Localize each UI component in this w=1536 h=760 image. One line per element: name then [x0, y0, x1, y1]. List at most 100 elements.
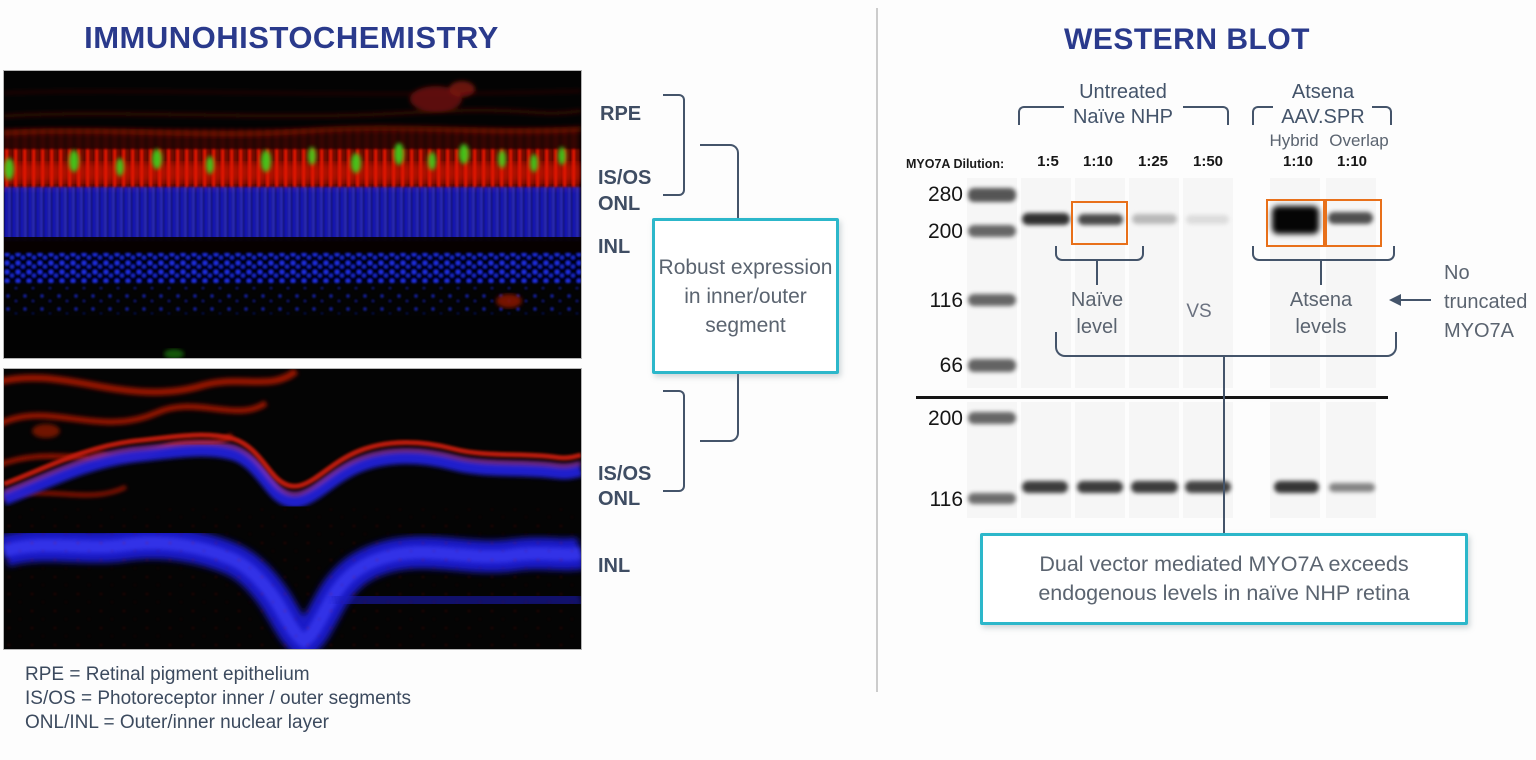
group-header-atsena-line2: AAV.SPR: [1281, 106, 1365, 128]
callout-dual-vector-line1: Dual vector mediated MYO7A exceeds: [1039, 552, 1409, 576]
band-bottom-1-50: [1185, 481, 1231, 493]
dilution-1-25: 1:25: [1137, 153, 1169, 170]
band-top-hybrid: [1272, 206, 1319, 234]
layer-label-onl-bottom: ONL: [598, 488, 641, 510]
layer-label-isos-top: IS/OS: [598, 167, 652, 189]
ladder-band-280: [968, 188, 1016, 202]
mw-label-280: 280: [927, 183, 963, 206]
layer-label-rpe: RPE: [600, 103, 642, 125]
stem-naive: [1096, 259, 1098, 285]
no-truncated-note-line3: MYO7A: [1444, 320, 1515, 342]
callout-robust-expression-text: Robust expression in inner/outer segment: [658, 255, 833, 337]
lane-1-5-bottom: [1021, 402, 1071, 518]
left-arrow-shaft: [1400, 299, 1431, 301]
no-truncated-note: No truncated MYO7A: [1444, 259, 1536, 346]
layer-label-inl-bottom: INL: [598, 555, 631, 577]
dilution-1-5: 1:5: [1037, 153, 1059, 170]
band-bottom-1-5: [1022, 481, 1068, 493]
mw-label-200-top: 200: [927, 220, 963, 243]
highlight-box-hybrid: [1266, 199, 1327, 247]
band-top-1-10: [1078, 214, 1123, 225]
panel-divider: [876, 8, 878, 692]
group-bracket-atsena-right: [1372, 106, 1392, 125]
ihc-title: IMMUNOHISTOCHEMISTRY: [84, 20, 499, 55]
no-truncated-note-line1: No: [1444, 262, 1470, 284]
band-bottom-hybrid: [1274, 481, 1319, 493]
dilution-hybrid-1-10: 1:10: [1282, 153, 1314, 170]
ladder-band-116-top: [968, 294, 1016, 306]
fluorescence-image-top-graphic: [4, 71, 581, 358]
layer-label-onl-top: ONL: [598, 193, 641, 215]
callout-dual-vector: Dual vector mediated MYO7A exceeds endog…: [980, 533, 1468, 625]
atsena-levels-line1: Atsena: [1289, 289, 1353, 311]
lane-1-50-bottom: [1183, 402, 1233, 518]
band-bottom-1-25: [1131, 481, 1178, 493]
lane-ladder-top: [967, 178, 1017, 388]
bracket-atsena-lanes: [1252, 246, 1395, 261]
bracket-naive-lanes: [1055, 246, 1144, 261]
group-bracket-untreated-left: [1018, 106, 1064, 125]
connector-bottom-to-callout: [700, 368, 739, 442]
atsena-levels-label: Atsena levels: [1271, 287, 1371, 341]
dilution-1-10: 1:10: [1082, 153, 1114, 170]
dilution-row-label: MYO7A Dilution:: [906, 157, 1005, 171]
group-header-atsena: Atsena AAV.SPR: [1248, 80, 1398, 130]
band-top-1-5: [1022, 213, 1070, 225]
no-truncated-note-line2: truncated: [1444, 291, 1528, 313]
fluorescence-image-bottom: [3, 368, 582, 650]
sub-label-overlap: Overlap: [1329, 131, 1389, 150]
blot-separator-line: [916, 396, 1388, 399]
group-header-atsena-line1: Atsena: [1291, 81, 1355, 103]
lane-overlap-bottom: [1326, 402, 1376, 518]
highlight-box-naive-1-10: [1071, 201, 1128, 245]
group-header-untreated: Untreated Naïve NHP: [1048, 80, 1198, 130]
legend-line-rpe: RPE = Retinal pigment epithelium: [25, 664, 310, 685]
bracket-top-image: [663, 94, 685, 196]
ladder-band-116-bottom: [968, 493, 1016, 504]
mw-label-66: 66: [939, 354, 963, 377]
mw-label-116-bottom: 116: [929, 488, 963, 511]
ladder-band-200-top: [968, 225, 1016, 237]
legend-line-isos: IS/OS = Photoreceptor inner / outer segm…: [25, 688, 412, 709]
left-arrow-icon: [1389, 294, 1401, 306]
fluorescence-image-bottom-graphic: [4, 369, 581, 649]
naive-level-line2: level: [1076, 316, 1118, 338]
bracket-all-lanes: [1055, 332, 1397, 357]
highlight-box-overlap: [1323, 199, 1382, 247]
callout-robust-expression: Robust expression in inner/outer segment: [652, 218, 839, 374]
lane-hybrid-bottom: [1270, 402, 1320, 518]
lane-1-25-bottom: [1129, 402, 1179, 518]
group-bracket-atsena-left: [1252, 106, 1273, 125]
stem-to-callout: [1223, 355, 1225, 533]
legend-line-onl-inl: ONL/INL = Outer/inner nuclear layer: [25, 712, 329, 733]
sub-label-hybrid: Hybrid: [1269, 131, 1319, 150]
lane-1-10-bottom: [1075, 402, 1125, 518]
band-top-overlap: [1328, 212, 1373, 224]
ladder-band-200-bottom: [968, 412, 1016, 424]
connector-top-to-callout: [700, 144, 739, 220]
group-bracket-untreated-right: [1183, 106, 1229, 125]
naive-level-label: Naïve level: [1047, 287, 1147, 341]
band-top-1-50: [1186, 215, 1229, 224]
band-top-1-25: [1132, 214, 1177, 224]
dilution-overlap-1-10: 1:10: [1336, 153, 1368, 170]
band-bottom-overlap: [1329, 483, 1375, 492]
group-header-untreated-line1: Untreated: [1079, 81, 1167, 103]
atsena-levels-line2: levels: [1295, 316, 1347, 338]
bracket-bottom-image: [663, 390, 685, 492]
group-header-untreated-line2: Naïve NHP: [1072, 106, 1174, 128]
layer-label-isos-bottom: IS/OS: [598, 463, 652, 485]
stem-atsena: [1320, 259, 1322, 285]
band-bottom-1-10: [1077, 481, 1123, 493]
western-blot-title: WESTERN BLOT: [1064, 23, 1310, 56]
mw-label-200-bottom: 200: [927, 407, 963, 430]
dilution-1-50: 1:50: [1192, 153, 1224, 170]
mw-label-116-top: 116: [929, 289, 963, 312]
callout-dual-vector-line2: endogenous levels in naïve NHP retina: [1038, 581, 1410, 605]
layer-label-inl-top: INL: [598, 236, 631, 258]
naive-level-line1: Naïve: [1070, 289, 1124, 311]
ladder-band-66: [968, 359, 1016, 372]
vs-label: VS: [1186, 301, 1212, 322]
legend: RPE = Retinal pigment epithelium IS/OS =…: [25, 663, 411, 735]
